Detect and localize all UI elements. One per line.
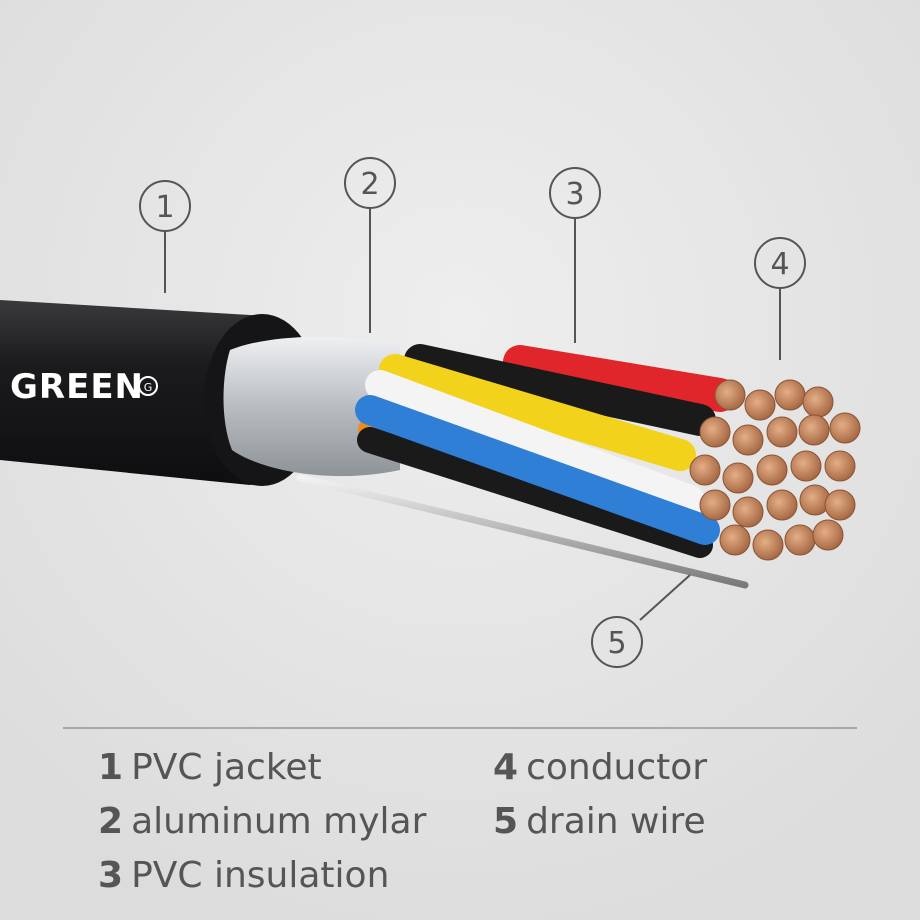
aluminum-mylar	[223, 336, 400, 477]
callout-circle-5	[591, 616, 643, 668]
copper-conductor-end	[790, 450, 822, 482]
copper-conductor-end	[744, 389, 776, 421]
insulation-red	[503, 345, 737, 412]
callout-circle-1	[139, 180, 191, 232]
legend-number: 3	[98, 855, 124, 896]
callout-number-1: 1	[155, 190, 174, 225]
copper-conductor-end	[824, 489, 856, 521]
insulation-black-lower	[357, 427, 713, 558]
copper-conductor-end	[722, 462, 754, 494]
copper-conductor-end	[812, 519, 844, 551]
conductor-bundle	[689, 379, 861, 561]
copper-conductor-end	[766, 489, 798, 521]
legend-label: PVC insulation	[131, 855, 390, 896]
copper-conductor-end	[719, 524, 751, 556]
copper-conductor-end	[784, 524, 816, 556]
copper-conductor-end	[714, 379, 746, 411]
insulation-white	[365, 370, 705, 515]
copper-conductor-end	[699, 416, 731, 448]
insulation-yellow	[379, 354, 696, 471]
insulation-black-upper	[404, 344, 716, 436]
legend-label: drain wire	[526, 801, 706, 842]
copper-conductor-end	[802, 386, 834, 418]
copper-conductor-end	[766, 416, 798, 448]
callout-number-3: 3	[565, 177, 584, 212]
brand-mark: G	[144, 381, 153, 394]
callout-number-5: 5	[607, 626, 626, 661]
copper-conductor-end	[756, 454, 788, 486]
legend-label: conductor	[526, 747, 708, 788]
copper-conductor-end	[689, 454, 721, 486]
callout-circle-3	[549, 167, 601, 219]
callout-circle-2	[344, 157, 396, 209]
copper-conductor-end	[732, 424, 764, 456]
copper-conductor-end	[699, 489, 731, 521]
copper-conductor-end	[752, 529, 784, 561]
callout-circle-4	[754, 237, 806, 289]
legend-number: 2	[98, 801, 124, 842]
legend-number: 1	[98, 747, 124, 788]
brand-logo: GREEN	[10, 367, 144, 407]
drain-wire	[296, 474, 749, 589]
copper-conductor-end	[824, 450, 856, 482]
legend-number: 5	[493, 801, 519, 842]
copper-conductor-end	[798, 414, 830, 446]
copper-conductor-end	[732, 496, 764, 528]
copper-conductor-end	[829, 412, 861, 444]
legend-number: 4	[493, 747, 519, 788]
insulation-blue	[355, 395, 720, 545]
legend-label: PVC jacket	[131, 747, 322, 788]
brand-mark-icon	[138, 376, 158, 396]
copper-conductor-end	[774, 379, 806, 411]
legend-label: aluminum mylar	[131, 801, 427, 842]
callout-line-5	[639, 574, 691, 621]
callout-number-4: 4	[770, 247, 789, 282]
callout-number-2: 2	[360, 167, 379, 202]
